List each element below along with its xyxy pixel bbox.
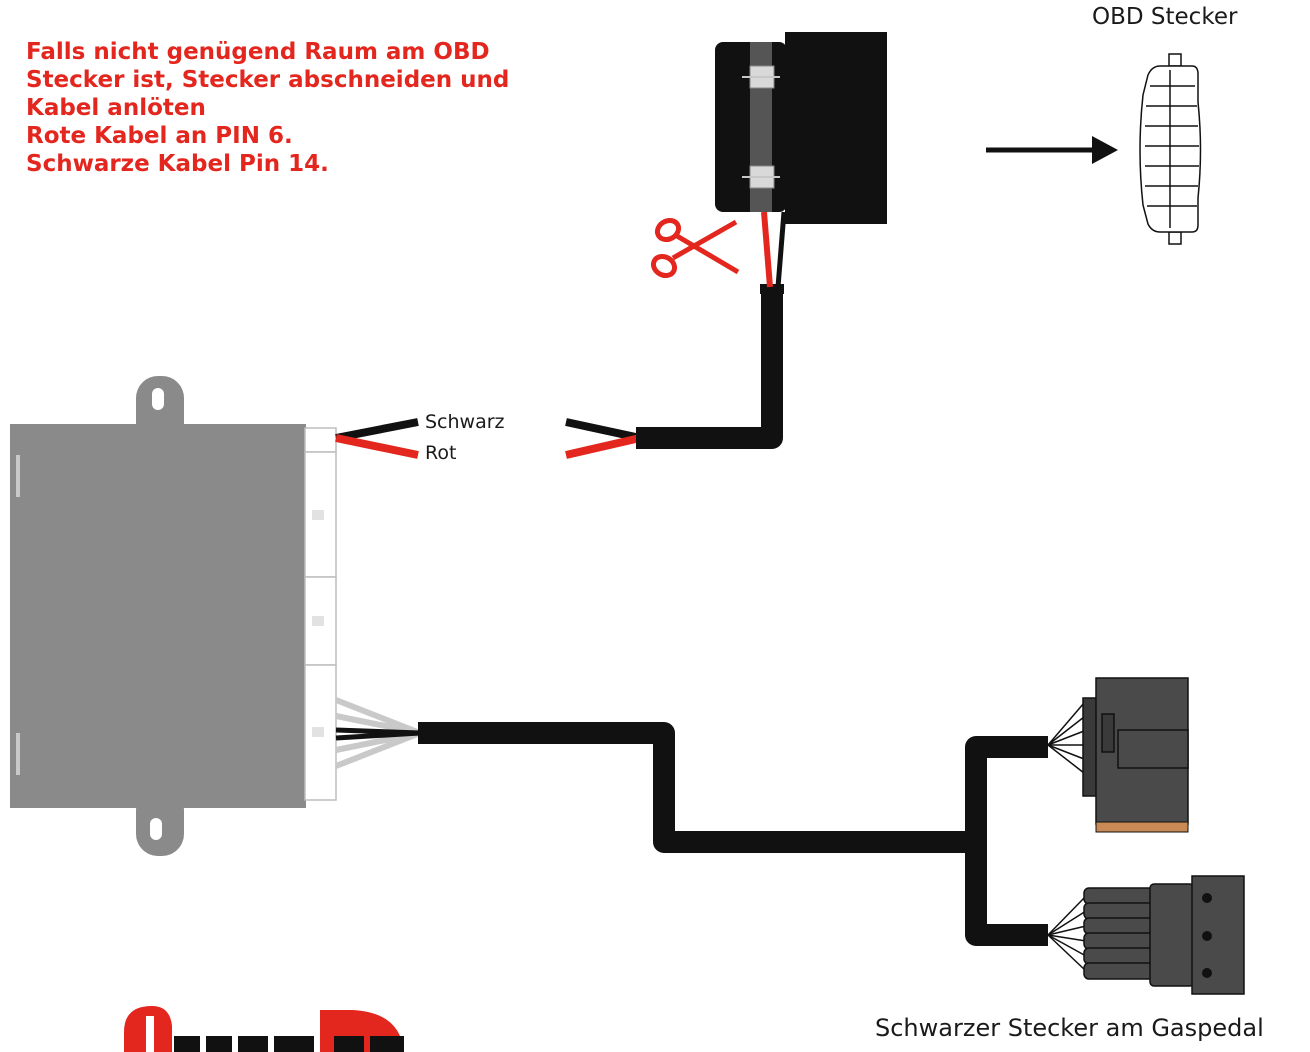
harness-branch — [965, 736, 1048, 946]
pedal-connector-upper — [1047, 677, 1189, 833]
pedal-connector-lower — [1047, 875, 1245, 995]
instruction-line: Rote Kabel an PIN 6. — [26, 123, 293, 149]
scissors-icon — [650, 217, 740, 279]
instruction-line: Falls nicht genügend Raum am OBD — [26, 39, 490, 65]
instruction-line: Kabel anlöten — [26, 95, 206, 121]
obd-connector-label: OBD Stecker — [1092, 4, 1238, 30]
obd-plug — [715, 32, 887, 224]
pedal-connector-label: Schwarzer Stecker am Gaspedal — [875, 1014, 1264, 1042]
black-wire-label: Schwarz — [425, 411, 505, 433]
obd-socket-icon — [1139, 53, 1202, 245]
module-connector-blocks — [304, 427, 337, 801]
obd-wire-pair — [565, 418, 641, 459]
pedal-harness-cable — [418, 722, 976, 853]
arrow-right-icon — [986, 136, 1118, 164]
red-lead — [761, 211, 773, 288]
instruction-line: Schwarze Kabel Pin 14. — [26, 151, 329, 177]
control-module — [10, 376, 306, 856]
brand-logo — [124, 1006, 404, 1052]
instruction-line: Stecker ist, Stecker abschneiden und — [26, 67, 510, 93]
obd-cable — [636, 286, 783, 449]
black-lead — [775, 211, 787, 288]
module-wire-pair — [335, 418, 419, 459]
instruction-note: Falls nicht genügend Raum am OBD Stecker… — [26, 38, 509, 178]
module-fanout-wires — [334, 697, 422, 769]
red-wire-label: Rot — [425, 442, 457, 464]
